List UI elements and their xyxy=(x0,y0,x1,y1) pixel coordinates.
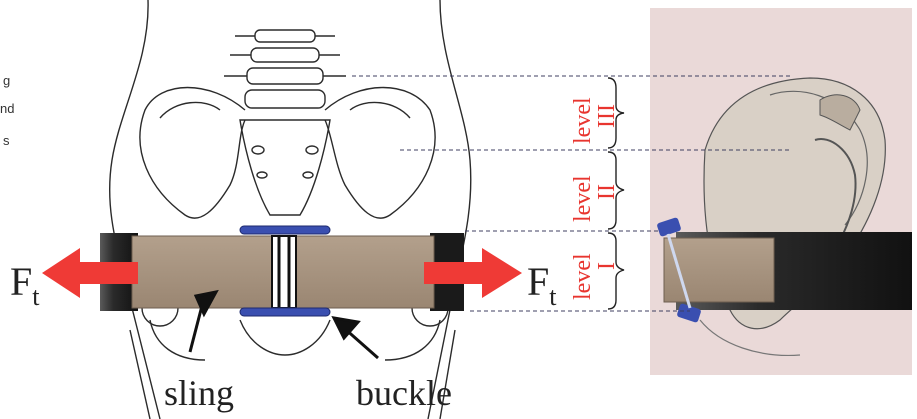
svg-text:level: level xyxy=(570,253,596,300)
sling-assembly xyxy=(100,226,464,316)
front-pelvis-illustration xyxy=(110,0,471,419)
svg-text:II: II xyxy=(594,184,620,200)
level-labels: level I level II level III xyxy=(570,97,620,300)
force-label-left: Ft xyxy=(10,259,40,311)
buckle-bar-bottom xyxy=(240,308,330,316)
level-3-label: level III xyxy=(570,97,620,144)
sling-label: sling xyxy=(164,373,234,413)
buckle-frame xyxy=(272,236,296,308)
side-sling-pad xyxy=(664,238,774,302)
level-1-label: level I xyxy=(570,253,620,300)
svg-text:level: level xyxy=(570,97,596,144)
svg-text:I: I xyxy=(594,262,620,270)
buckle-label: buckle xyxy=(356,373,452,413)
svg-text:III: III xyxy=(594,104,620,128)
force-label-right: Ft xyxy=(527,259,557,311)
svg-text:level: level xyxy=(570,175,596,222)
buckle-bar-top xyxy=(240,226,330,234)
level-2-label: level II xyxy=(570,175,620,222)
side-strap xyxy=(656,217,912,323)
sling-pad-right xyxy=(296,236,434,308)
